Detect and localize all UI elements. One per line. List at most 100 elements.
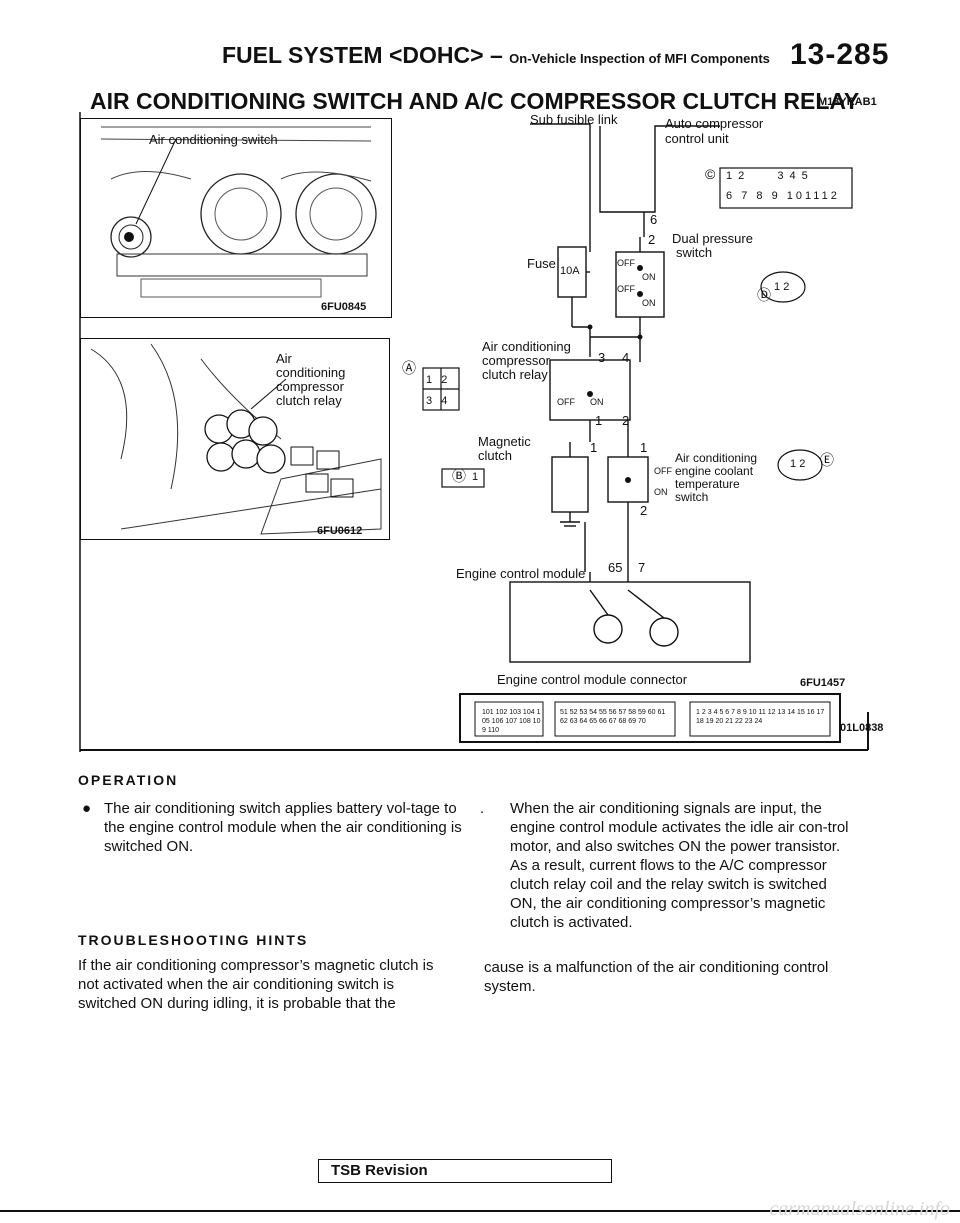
connector-d-mark: Ⓓ xyxy=(757,287,771,303)
cc-5: 5 xyxy=(801,170,814,182)
relay-photo-label: Air conditioning compressor clutch relay xyxy=(276,352,345,408)
ecm-pin: 18 xyxy=(696,718,704,725)
ecm-pin-65: 65 xyxy=(608,560,623,575)
ecm-pin: 66 xyxy=(599,718,607,725)
ecm-pin: 60 xyxy=(647,709,656,716)
header-subsection: On-Vehicle Inspection of MFI Components xyxy=(509,51,770,66)
ecm-pin: 2 xyxy=(701,709,706,716)
operation-text-1: The air conditioning switch applies batt… xyxy=(104,800,462,855)
header-section: FUEL SYSTEM <DOHC> xyxy=(222,42,484,68)
header-dash: – xyxy=(489,42,503,68)
relay-pin-3: 3 xyxy=(598,350,606,365)
connector-a-mark: Ⓐ xyxy=(402,360,416,376)
connector-e-pins: 1 2 xyxy=(790,458,805,470)
ecm-pin: 68 xyxy=(618,718,627,725)
ecm-pin: 59 xyxy=(638,709,646,716)
ecm-pin-7: 7 xyxy=(638,560,646,575)
ca-3: 3 xyxy=(426,395,433,407)
ecm-pin: 56 xyxy=(608,709,617,716)
ecm-pin: 69 xyxy=(628,718,637,725)
connector-a-pins: 1 2 3 4 xyxy=(426,370,466,412)
cd-2: 2 xyxy=(783,281,790,293)
ecm-pin: 6 xyxy=(725,709,730,716)
temp-line1: Air conditioning xyxy=(675,451,758,465)
dual-pressure-line2: switch xyxy=(676,245,713,260)
troubleshooting-heading: TROUBLESHOOTING HINTS xyxy=(78,932,309,948)
ecm-pin: 110 xyxy=(487,727,500,734)
ecm-pin: 20 xyxy=(715,718,724,725)
fuse-label: Fuse xyxy=(527,256,556,271)
ecm-pin: 11 xyxy=(758,709,766,716)
code-01l0838: 01L0838 xyxy=(840,722,884,734)
ecm-label: Engine control module xyxy=(456,566,586,581)
troubleshooting-text-left: If the air conditioning compressor’s mag… xyxy=(78,957,434,1012)
ac-switch-photo: Air conditioning switch 6FU0845 xyxy=(80,118,392,318)
operation-text-2: When the air conditioning signals are in… xyxy=(510,800,849,931)
section-title: AIR CONDITIONING SWITCH AND A/C COMPRESS… xyxy=(90,88,860,114)
ecm-pin: 23 xyxy=(744,718,753,725)
relay-photo-label-2: conditioning xyxy=(276,365,346,380)
ecm-pin: 8 xyxy=(737,709,741,716)
ecm-pin: 21 xyxy=(725,718,734,725)
temp-switch-label: Air conditioning engine coolant temperat… xyxy=(675,452,757,504)
ecm-pin: 14 xyxy=(787,709,796,716)
magnetic-clutch-label: Magnetic clutch xyxy=(478,435,531,463)
ac-switch-illustration xyxy=(100,126,377,298)
relay-photo-label-3: compressor xyxy=(276,379,344,394)
ecm-pins-group-b: 51 52 53 54 55 56 57 58 59 60 61 62 63 6… xyxy=(560,708,672,726)
cc-11: 11 xyxy=(805,190,822,202)
magnetic-line1: Magnetic xyxy=(478,434,531,449)
cc-1: 1 xyxy=(726,170,739,182)
ecm-pin: 108 xyxy=(519,718,531,725)
ecm-pin: 106 xyxy=(491,718,504,725)
ecm-pin: 3 xyxy=(707,709,712,716)
ecm-pin: 107 xyxy=(505,718,518,725)
ecm-pin: 13 xyxy=(777,709,786,716)
ca-1: 1 xyxy=(426,374,433,386)
ecm-pin: 17 xyxy=(816,709,825,716)
ecm-pin: 67 xyxy=(608,718,617,725)
operation-heading: OPERATION xyxy=(78,772,179,788)
ecm-connector-label: Engine control module connector xyxy=(497,672,688,687)
sub-fusible-link-label: Sub fusible link xyxy=(530,112,618,127)
ecm-pin: 63 xyxy=(569,718,578,725)
operation-bullet-1: ● The air conditioning switch applies ba… xyxy=(82,799,462,856)
ecm-pin: 65 xyxy=(589,718,598,725)
watermark: carmanualsonline.info xyxy=(769,1198,950,1220)
ecm-pin: 4 xyxy=(713,709,718,716)
ecm-pin: 102 xyxy=(495,709,508,716)
ecm-pin: 24 xyxy=(754,718,763,725)
ecm-pin: 19 xyxy=(705,718,714,725)
page-header: FUEL SYSTEM <DOHC> – On-Vehicle Inspecti… xyxy=(222,42,770,69)
clutch-pin-1: 1 xyxy=(590,440,598,455)
connector-e-mark: Ⓔ xyxy=(820,452,834,468)
ecm-pin: 64 xyxy=(579,718,588,725)
ecm-pins-group-c: 1 2 3 4 5 6 7 8 9 10 11 12 13 14 15 16 1… xyxy=(696,708,826,726)
relay-off: OFF xyxy=(557,397,575,407)
bullet-mark-2: . xyxy=(480,800,485,817)
troubleshooting-text-right: cause is a malfunction of the air condit… xyxy=(484,959,829,995)
ecm-pin: 7 xyxy=(731,709,736,716)
ecm-pin: 51 xyxy=(560,709,568,716)
relay-pin-2: 2 xyxy=(622,413,630,428)
cc-3: 3 xyxy=(777,170,790,182)
temp-line2: engine coolant xyxy=(675,464,754,478)
ecm-pin: 103 xyxy=(509,709,521,716)
cc-12: 12 xyxy=(821,190,840,202)
cc-10: 10 xyxy=(786,190,805,202)
ecm-pin: 1 xyxy=(696,709,700,716)
ecm-pin: 10 xyxy=(748,709,757,716)
connector-c-mark: © xyxy=(705,166,716,182)
connector-c-top: 12 345 xyxy=(726,170,814,182)
operation-bullet-2: . When the air conditioning signals are … xyxy=(480,799,856,932)
relay-pin-1: 1 xyxy=(595,413,603,428)
bullet-dot: ● xyxy=(82,800,92,817)
ac-switch-label: Air conditioning switch xyxy=(149,132,278,147)
magnetic-line2: clutch xyxy=(478,448,512,463)
code-6fu1457: 6FU1457 xyxy=(800,677,846,689)
relay-pin-4: 4 xyxy=(622,350,630,365)
title-code: M13YRAB1 xyxy=(818,96,877,108)
ecm-pin: 70 xyxy=(638,718,646,725)
ecm-pin: 109 xyxy=(482,718,541,734)
footer-rule xyxy=(0,1210,960,1212)
